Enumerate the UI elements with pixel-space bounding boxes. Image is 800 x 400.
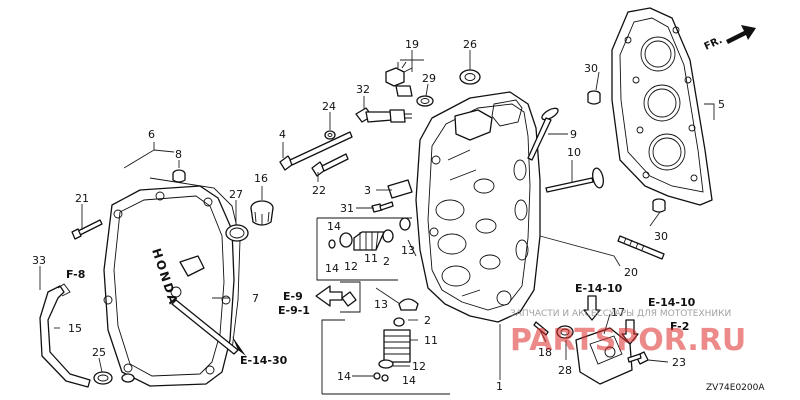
callout-14-lower-a: 14 xyxy=(337,370,351,383)
watermark-tagline: ЗАПЧАСТИ И АКСЕССУАРЫ ДЛЯ МОТОТЕХНИКИ xyxy=(510,309,731,319)
e9-bracket xyxy=(340,281,361,313)
callout-2-upper: 2 xyxy=(383,255,390,268)
callout-19: 19 xyxy=(405,38,419,51)
tube-clip-secondary xyxy=(121,373,135,383)
ref-e14-30: E-14-30 xyxy=(240,354,288,367)
callout-33: 33 xyxy=(32,254,46,267)
callout-31: 31 xyxy=(340,202,354,215)
ref-f2: F-2 xyxy=(670,320,689,333)
callout-21: 21 xyxy=(75,192,89,205)
callout-23: 23 xyxy=(672,356,686,369)
callout-29: 29 xyxy=(422,72,436,85)
callout-18: 18 xyxy=(538,346,552,359)
callout-8: 8 xyxy=(175,148,182,161)
e9-bolt xyxy=(341,291,357,307)
front-direction-arrow: FR. xyxy=(703,25,756,53)
watermark-site: PARTSPOR.RU xyxy=(510,323,746,358)
exhaust-valve xyxy=(527,107,559,161)
callout-10: 10 xyxy=(567,146,581,159)
temperature-sensor xyxy=(385,61,413,97)
leader-lines xyxy=(39,50,715,380)
callout-1: 1 xyxy=(496,380,503,393)
tube-clip xyxy=(93,371,113,385)
ref-e14-10-right: E-14-10 xyxy=(648,296,696,309)
head-cover: HONDA xyxy=(103,177,241,387)
cover-grommet xyxy=(172,169,186,183)
dowel-pin-upper xyxy=(587,90,601,105)
callout-14-upper-b: 14 xyxy=(325,262,339,275)
ref-e9-1: E-9-1 xyxy=(278,304,310,317)
section-references: F-8 E-9 E-9-1 E-14-30 E-14-10 E-14-10 F-… xyxy=(66,268,696,367)
head-bolt-long xyxy=(279,131,353,171)
e14-10-arrow-left xyxy=(583,295,601,321)
e14-30-arrow xyxy=(171,299,246,356)
callout-22: 22 xyxy=(312,184,326,197)
diagram-code: ZV74E0200A xyxy=(706,383,765,393)
sensor-o-ring xyxy=(416,95,434,107)
plate-bolt xyxy=(371,201,394,213)
intake-valve xyxy=(545,167,604,193)
callout-5: 5 xyxy=(718,98,725,111)
head-gasket xyxy=(611,7,713,206)
ref-f8: F-8 xyxy=(66,268,85,281)
callout-30-upper: 30 xyxy=(584,62,598,75)
callout-20: 20 xyxy=(624,266,638,279)
callout-28: 28 xyxy=(558,364,572,377)
thermostat-gasket xyxy=(556,325,574,339)
head-bolt-short xyxy=(311,153,349,177)
callout-30-lower: 30 xyxy=(654,230,668,243)
ref-e14-10-left: E-14-10 xyxy=(575,282,623,295)
oil-filler-cap xyxy=(250,200,274,226)
callout-11-lower: 11 xyxy=(424,334,438,347)
callout-4: 4 xyxy=(279,128,286,141)
thermostat-cover xyxy=(575,327,633,385)
callout-2-lower: 2 xyxy=(424,314,431,327)
callout-13-upper: 13 xyxy=(401,244,415,257)
callout-27: 27 xyxy=(229,188,243,201)
callout-11-upper: 11 xyxy=(364,252,378,265)
callout-13-lower: 13 xyxy=(374,298,388,311)
stud-bolt xyxy=(617,235,665,260)
callout-26: 26 xyxy=(463,38,477,51)
ref-e9: E-9 xyxy=(283,290,303,303)
callout-12-lower: 12 xyxy=(412,360,426,373)
cylinder-head xyxy=(415,91,541,323)
cover-bolt xyxy=(71,219,103,240)
callout-14-upper-a: 14 xyxy=(327,220,341,233)
callout-24: 24 xyxy=(322,100,336,113)
callout-32: 32 xyxy=(356,83,370,96)
callout-9: 9 xyxy=(570,128,577,141)
valve-assembly-lower xyxy=(321,298,450,395)
watermark: PARTSPOR.RU ЗАПЧАСТИ И АКСЕССУАРЫ ДЛЯ МО… xyxy=(510,309,746,358)
callout-14-lower-b: 14 xyxy=(402,374,416,387)
filler-cap-o-ring xyxy=(225,224,249,242)
spark-plug xyxy=(355,107,412,123)
head-washer xyxy=(324,130,336,140)
callout-numbers: 19 29 26 32 24 4 22 6 8 21 27 16 7 33 15… xyxy=(32,38,725,393)
callout-16: 16 xyxy=(254,172,268,185)
callout-12-upper: 12 xyxy=(344,260,358,273)
callout-17: 17 xyxy=(611,306,625,319)
callout-15: 15 xyxy=(68,322,82,335)
e14-10-arrow-right xyxy=(621,319,639,345)
callout-25: 25 xyxy=(92,346,106,359)
valve-assembly-upper xyxy=(316,217,412,281)
breather-tube xyxy=(39,283,91,388)
callout-3: 3 xyxy=(364,184,371,197)
callout-7: 7 xyxy=(252,292,259,305)
callout-6: 6 xyxy=(148,128,155,141)
e9-arrow xyxy=(315,285,343,307)
dowel-pin-lower xyxy=(652,198,666,213)
cover-plate xyxy=(387,179,413,199)
thermostat-pin xyxy=(533,321,549,336)
camshaft-seal xyxy=(459,69,481,85)
front-direction-label: FR. xyxy=(703,35,724,53)
